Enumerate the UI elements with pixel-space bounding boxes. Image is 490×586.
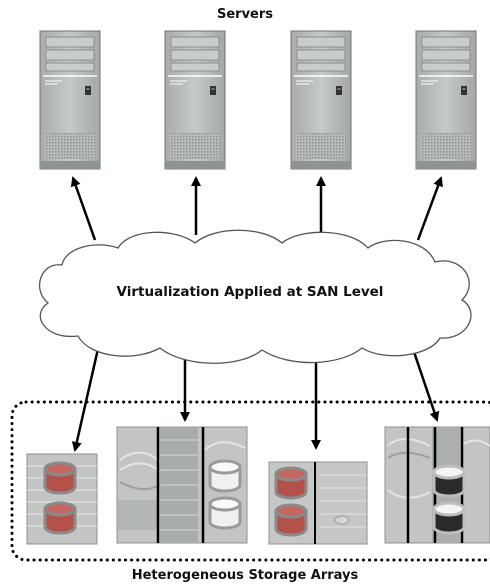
arrows-to-servers <box>70 176 443 241</box>
servers-label: Servers <box>216 7 274 22</box>
cloud-label: Virtualization Applied at SAN Level <box>116 284 384 300</box>
server-icon <box>39 30 101 170</box>
cloud-shape <box>38 229 472 364</box>
disk-icon <box>43 461 77 495</box>
storage-array-icon <box>268 461 368 545</box>
server-icon <box>290 30 352 170</box>
disk-icon <box>43 501 77 535</box>
storage-array-icon <box>116 426 248 544</box>
server-icon <box>164 30 226 170</box>
storage-array-icon <box>26 453 98 545</box>
storage-array-icon <box>384 426 490 544</box>
disk-icon <box>274 466 308 500</box>
disk-icon <box>208 496 242 530</box>
disk-icon <box>208 459 242 493</box>
storage-arrays-label: Heterogeneous Storage Arrays <box>131 568 359 583</box>
disk-icon <box>432 464 466 498</box>
disk-icon <box>432 501 466 535</box>
server-icon <box>415 30 477 170</box>
disk-icon <box>274 503 308 537</box>
